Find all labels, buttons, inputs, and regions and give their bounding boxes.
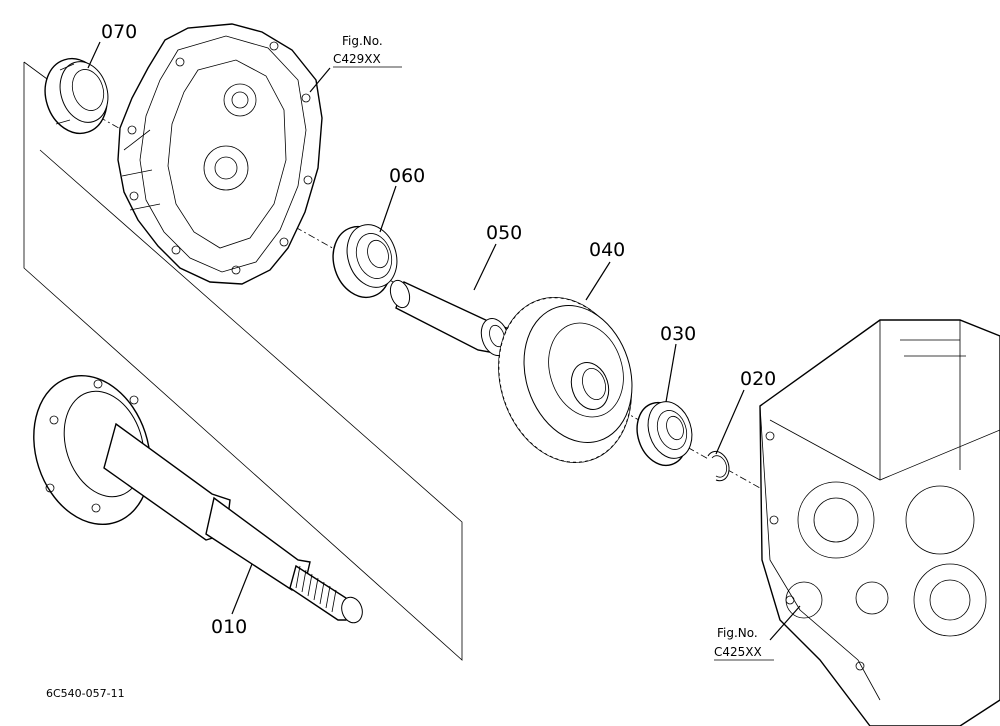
part-010-shaft (33, 374, 363, 624)
label-060: 060 (389, 165, 425, 187)
label-070: 070 (101, 21, 137, 43)
part-040-gear (498, 296, 633, 464)
housing-cover (117, 23, 323, 285)
label-030: 030 (660, 323, 696, 345)
label-020: 020 (740, 368, 776, 390)
leader-lines (87, 41, 801, 641)
fig-ref-c425-line1: Fig.No. (717, 626, 758, 640)
part-050-collar (389, 279, 513, 357)
part-070-oil-seal (44, 57, 109, 135)
transmission-case (759, 319, 1000, 726)
label-010: 010 (211, 616, 247, 638)
part-020-snap-ring (707, 450, 730, 482)
label-050: 050 (486, 222, 522, 244)
fig-ref-c429-line2: C429XX (333, 52, 381, 66)
part-060-ball-bearing (332, 224, 398, 299)
fig-ref-c425-line2: C425XX (714, 645, 762, 659)
fig-ref-c429-line1: Fig.No. (342, 34, 383, 48)
drawing-code: 6C540-057-11 (46, 687, 125, 700)
part-030-ball-bearing (636, 401, 693, 467)
label-040: 040 (589, 239, 625, 261)
